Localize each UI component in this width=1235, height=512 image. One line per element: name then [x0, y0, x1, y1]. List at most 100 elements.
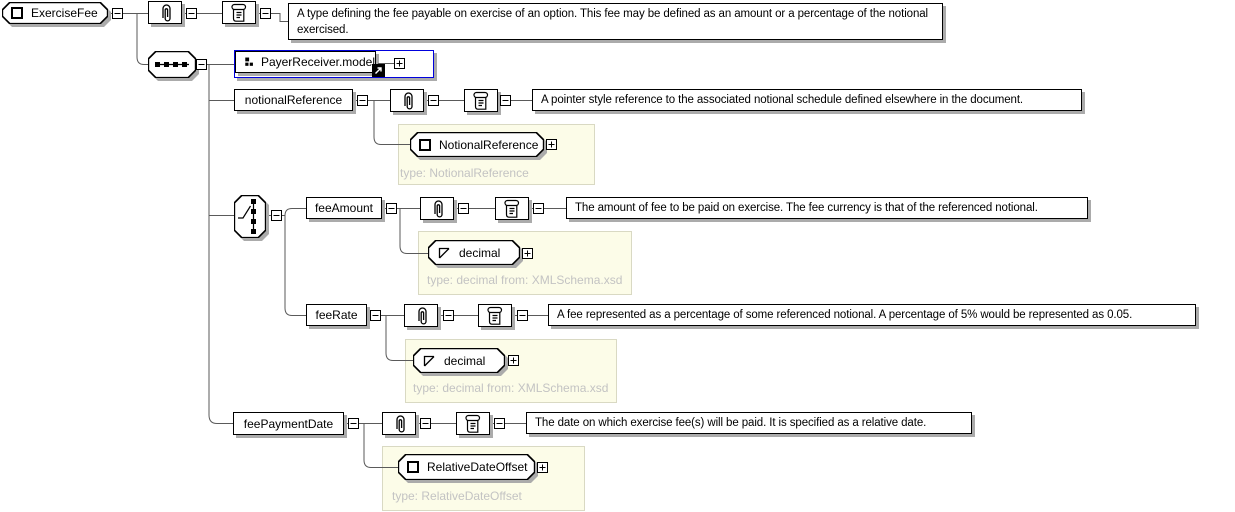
type-label: decimal [444, 353, 486, 368]
complex-type-icon [11, 7, 23, 19]
minus-icon [422, 423, 429, 424]
collapse-toggle-annotation[interactable] [517, 310, 528, 321]
element-label: feeRate [315, 308, 358, 322]
type-decimal[interactable]: decimal [413, 348, 505, 373]
minus-icon [430, 100, 437, 101]
simple-type-icon [438, 247, 450, 258]
collapse-toggle-annotation[interactable] [260, 8, 271, 19]
collapse-toggle-annotation[interactable] [533, 203, 544, 214]
scroll-icon [231, 3, 247, 22]
element-label: feeAmount [314, 201, 374, 215]
scroll-icon [473, 91, 489, 110]
documentation-text: A type defining the fee payable on exerc… [297, 7, 928, 36]
type-label: decimal [459, 245, 501, 260]
collapse-toggle-attributes[interactable] [443, 310, 454, 321]
element-feerate[interactable]: feeRate [306, 304, 367, 326]
minus-icon [445, 315, 452, 316]
minus-icon [496, 423, 503, 424]
collapse-toggle-feepaymentdate[interactable] [348, 418, 359, 429]
annotation-node[interactable] [478, 304, 512, 327]
documentation-exercisefee: A type defining the fee payable on exerc… [288, 3, 943, 40]
expand-toggle-type[interactable] [537, 462, 548, 473]
collapse-toggle-feeamount[interactable] [386, 203, 397, 214]
model-group-icon [245, 57, 253, 66]
collapse-toggle-attributes[interactable] [458, 203, 469, 214]
minus-icon [114, 13, 121, 14]
expand-toggle-type[interactable] [508, 355, 519, 366]
attributes-node[interactable] [420, 197, 454, 220]
attributes-node[interactable] [382, 412, 416, 435]
element-exercisefee[interactable]: ExerciseFee [2, 2, 108, 24]
attributes-node[interactable] [148, 1, 182, 24]
minus-icon [519, 315, 526, 316]
paperclip-icon [396, 414, 405, 433]
collapse-toggle-sequence[interactable] [196, 59, 207, 70]
collapse-toggle-attributes[interactable] [428, 95, 439, 106]
documentation-feeamount: The amount of fee to be paid on exercise… [566, 197, 1088, 219]
collapse-toggle-attributes[interactable] [420, 418, 431, 429]
type-relativedateoffset[interactable]: RelativeDateOffset [398, 454, 535, 480]
annotation-node[interactable] [495, 197, 529, 220]
type-note: type: RelativeDateOffset [392, 489, 522, 503]
group-connector [378, 63, 394, 64]
element-label: notionalReference [244, 93, 343, 107]
minus-icon [198, 64, 205, 65]
minus-icon [535, 208, 542, 209]
documentation-feepaymentdate: The date on which exercise fee(s) will b… [526, 412, 972, 434]
root-element-label: ExerciseFee [31, 6, 98, 20]
model-group-box[interactable]: PayerReceiver.model [235, 51, 376, 73]
element-feeamount[interactable]: feeAmount [306, 197, 382, 219]
attributes-node[interactable] [390, 89, 424, 112]
element-notionalreference[interactable]: notionalReference [234, 89, 353, 111]
collapse-toggle-exercisefee[interactable] [112, 8, 123, 19]
choice-indicator[interactable] [234, 195, 266, 238]
annotation-node[interactable] [464, 89, 498, 112]
element-feepaymentdate[interactable]: feePaymentDate [233, 412, 344, 435]
expand-toggle-payerreceiver[interactable] [394, 58, 405, 69]
plus-icon [548, 141, 555, 148]
documentation-text: The amount of fee to be paid on exercise… [575, 202, 1038, 214]
collapse-toggle-feerate[interactable] [370, 310, 381, 321]
paperclip-icon [162, 3, 171, 22]
complex-type-icon [407, 461, 419, 473]
collapse-toggle-choice[interactable] [271, 210, 282, 221]
plus-icon [524, 250, 531, 257]
paperclip-icon [418, 306, 427, 325]
group-payerreceiver-model[interactable]: PayerReceiver.model [234, 50, 434, 78]
collapse-toggle-annotation[interactable] [494, 418, 505, 429]
type-decimal[interactable]: decimal [428, 240, 520, 265]
minus-icon [273, 215, 280, 216]
plus-icon [539, 464, 546, 471]
documentation-feerate: A fee represented as a percentage of som… [548, 304, 1196, 326]
expand-toggle-type[interactable] [522, 248, 533, 259]
scroll-icon [504, 199, 520, 218]
link-arrow-icon[interactable] [372, 64, 385, 77]
documentation-text: The date on which exercise fee(s) will b… [535, 417, 927, 429]
minus-icon [262, 13, 269, 14]
minus-icon [460, 208, 467, 209]
collapse-toggle-notionalreference[interactable] [357, 95, 368, 106]
type-notionalreference[interactable]: NotionalReference [410, 132, 544, 157]
paperclip-icon [434, 199, 443, 218]
scroll-icon [465, 414, 481, 433]
minus-icon [372, 315, 379, 316]
minus-icon [359, 100, 366, 101]
plus-icon [510, 357, 517, 364]
sequence-icon [155, 62, 189, 67]
documentation-text: A pointer style reference to the associa… [541, 94, 1024, 106]
minus-icon [388, 208, 395, 209]
expand-toggle-type[interactable] [546, 139, 557, 150]
collapse-toggle-attributes[interactable] [186, 8, 197, 19]
annotation-node[interactable] [456, 412, 490, 435]
attributes-node[interactable] [404, 304, 438, 327]
type-note: type: decimal from: XMLSchema.xsd [413, 381, 609, 395]
type-note: type: decimal from: XMLSchema.xsd [427, 273, 623, 287]
scroll-icon [487, 306, 503, 325]
collapse-toggle-annotation[interactable] [500, 95, 511, 106]
sequence-indicator[interactable] [148, 51, 196, 78]
simple-type-icon [423, 355, 435, 366]
annotation-node[interactable] [222, 1, 256, 24]
type-label: NotionalReference [439, 137, 539, 152]
model-group-label: PayerReceiver.model [260, 55, 375, 69]
